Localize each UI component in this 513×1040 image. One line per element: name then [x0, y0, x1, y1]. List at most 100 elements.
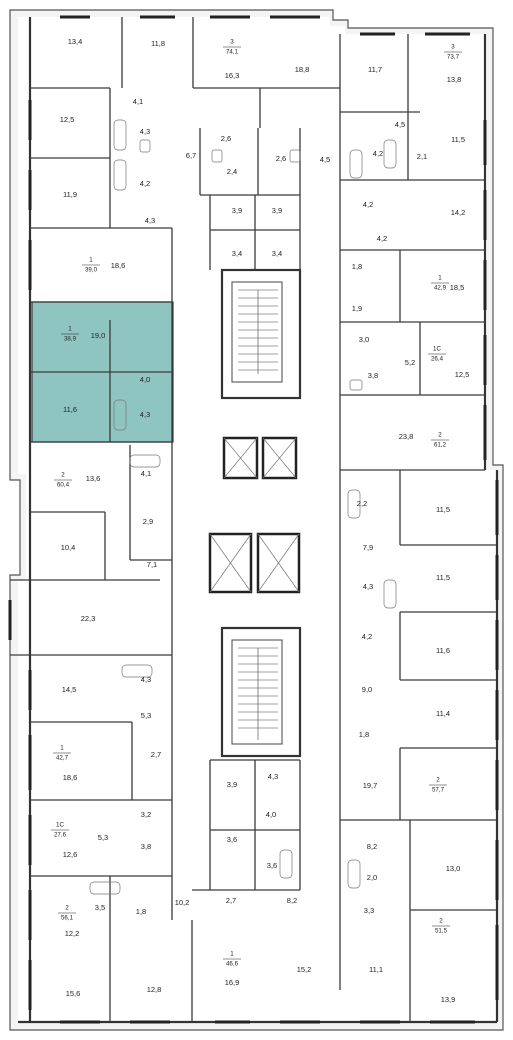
- apartment-rooms: 2: [436, 777, 440, 784]
- room-area-label: 5,2: [405, 358, 415, 367]
- room-area-label: 10,2: [175, 898, 190, 907]
- room-area-label: 4,2: [363, 200, 373, 209]
- apartment-rooms: 1: [438, 275, 442, 282]
- room-area-label: 14,5: [62, 685, 77, 694]
- apartment-marker[interactable]: 373,7: [444, 44, 462, 61]
- room-area-label: 3,4: [272, 249, 282, 258]
- room-area-label: 1,9: [352, 304, 362, 313]
- apartment-marker[interactable]: 257,7: [429, 777, 447, 794]
- room-area-label: 4,3: [363, 582, 373, 591]
- room-area-label: 4,3: [268, 772, 278, 781]
- room-area-label: 4,0: [140, 375, 150, 384]
- apartment-marker[interactable]: 142,9: [431, 275, 449, 292]
- apartment-rooms: 3: [451, 44, 455, 51]
- room-area-label: 3,6: [267, 861, 277, 870]
- apartment-marker[interactable]: 260,4: [54, 472, 72, 489]
- apartment-total-area: 73,7: [447, 54, 460, 61]
- apartment-marker[interactable]: 374,1: [223, 39, 241, 56]
- apartment-total-area: 74,1: [226, 49, 239, 56]
- room-area-label: 12,5: [455, 370, 470, 379]
- room-area-label: 18,6: [63, 773, 78, 782]
- room-area-label: 1,8: [352, 262, 362, 271]
- room-area-label: 18,6: [111, 261, 126, 270]
- room-area-label: 3,9: [232, 206, 242, 215]
- room-area-label: 11,1: [369, 965, 383, 974]
- room-area-label: 5,3: [98, 833, 108, 842]
- room-area-label: 11,7: [368, 65, 382, 74]
- room-area-label: 9,0: [362, 685, 372, 694]
- apartment-total-area: 61,2: [434, 442, 447, 449]
- room-area-label: 3,8: [368, 371, 378, 380]
- apartment-marker[interactable]: 256,1: [58, 905, 76, 922]
- room-area-label: 4,3: [140, 127, 150, 136]
- room-area-label: 13,9: [441, 995, 456, 1004]
- room-area-label: 8,2: [367, 842, 377, 851]
- room-area-label: 11,5: [436, 573, 450, 582]
- room-area-label: 11,5: [436, 505, 450, 514]
- room-area-label: 11,9: [63, 190, 77, 199]
- apartment-rooms: 2: [439, 918, 443, 925]
- room-area-label: 8,2: [287, 896, 297, 905]
- apartment-total-area: 42,9: [434, 285, 447, 292]
- room-area-label: 4,0: [266, 810, 276, 819]
- apartment-marker[interactable]: 251,5: [432, 918, 450, 935]
- room-area-label: 4,2: [377, 234, 387, 243]
- building-inner: [18, 17, 497, 1022]
- apartment-marker[interactable]: 138,9: [61, 326, 79, 343]
- room-area-label: 16,3: [225, 71, 240, 80]
- apartment-total-area: 60,4: [57, 482, 70, 489]
- room-area-label: 3,4: [232, 249, 242, 258]
- room-area-label: 4,3: [145, 216, 155, 225]
- room-area-label: 23,8: [399, 432, 414, 441]
- room-area-label: 15,2: [297, 965, 312, 974]
- apartment-total-area: 46,6: [226, 961, 239, 968]
- room-area-label: 4,2: [373, 149, 383, 158]
- room-area-label: 18,5: [450, 283, 465, 292]
- room-area-label: 4,3: [140, 410, 150, 419]
- room-area-label: 11,8: [151, 39, 165, 48]
- apartment-marker[interactable]: 142,7: [53, 745, 71, 762]
- core: [208, 268, 302, 758]
- room-area-label: 4,5: [320, 155, 330, 164]
- room-area-label: 4,1: [141, 469, 151, 478]
- room-area-label: 1,8: [136, 907, 146, 916]
- room-area-label: 13,6: [86, 474, 101, 483]
- room-area-label: 2,6: [221, 134, 231, 143]
- room-area-label: 19,7: [363, 781, 378, 790]
- apartment-rooms: 2: [61, 472, 65, 479]
- room-area-label: 11,5: [451, 135, 465, 144]
- windows: [8, 15, 499, 1024]
- room-area-label: 3,3: [364, 906, 374, 915]
- apartment-total-area: 39,0: [85, 267, 98, 274]
- apartment-total-area: 42,7: [56, 755, 69, 762]
- room-area-label: 3,0: [359, 335, 369, 344]
- room-area-label: 7,9: [363, 543, 373, 552]
- room-area-label: 3,6: [227, 835, 237, 844]
- room-area-label: 3,2: [141, 810, 151, 819]
- apartment-total-area: 38,9: [64, 336, 77, 343]
- apartment-marker[interactable]: 139,0: [82, 257, 100, 274]
- room-area-label: 2,9: [143, 517, 153, 526]
- room-area-label: 6,7: [186, 151, 196, 160]
- room-area-label: 15,6: [66, 989, 81, 998]
- apartment-rooms: 2: [65, 905, 69, 912]
- apartment-rooms: 1: [230, 951, 234, 958]
- room-area-label: 2,7: [151, 750, 161, 759]
- room-area-label: 3,5: [95, 903, 105, 912]
- apartment-marker[interactable]: 146,6: [223, 951, 241, 968]
- room-area-label: 16,9: [225, 978, 240, 987]
- room-area-label: 4,5: [395, 120, 405, 129]
- room-area-label: 4,2: [140, 179, 150, 188]
- apartment-marker[interactable]: 261,2: [431, 432, 449, 449]
- apartment-total-area: 26,4: [431, 356, 444, 363]
- room-area-label: 11,4: [436, 709, 450, 718]
- room-area-label: 7,1: [147, 560, 157, 569]
- room-area-label: 4,1: [133, 97, 143, 106]
- apartment-total-area: 57,7: [432, 787, 445, 794]
- room-area-label: 11,6: [63, 405, 77, 414]
- room-area-label: 22,3: [81, 614, 96, 623]
